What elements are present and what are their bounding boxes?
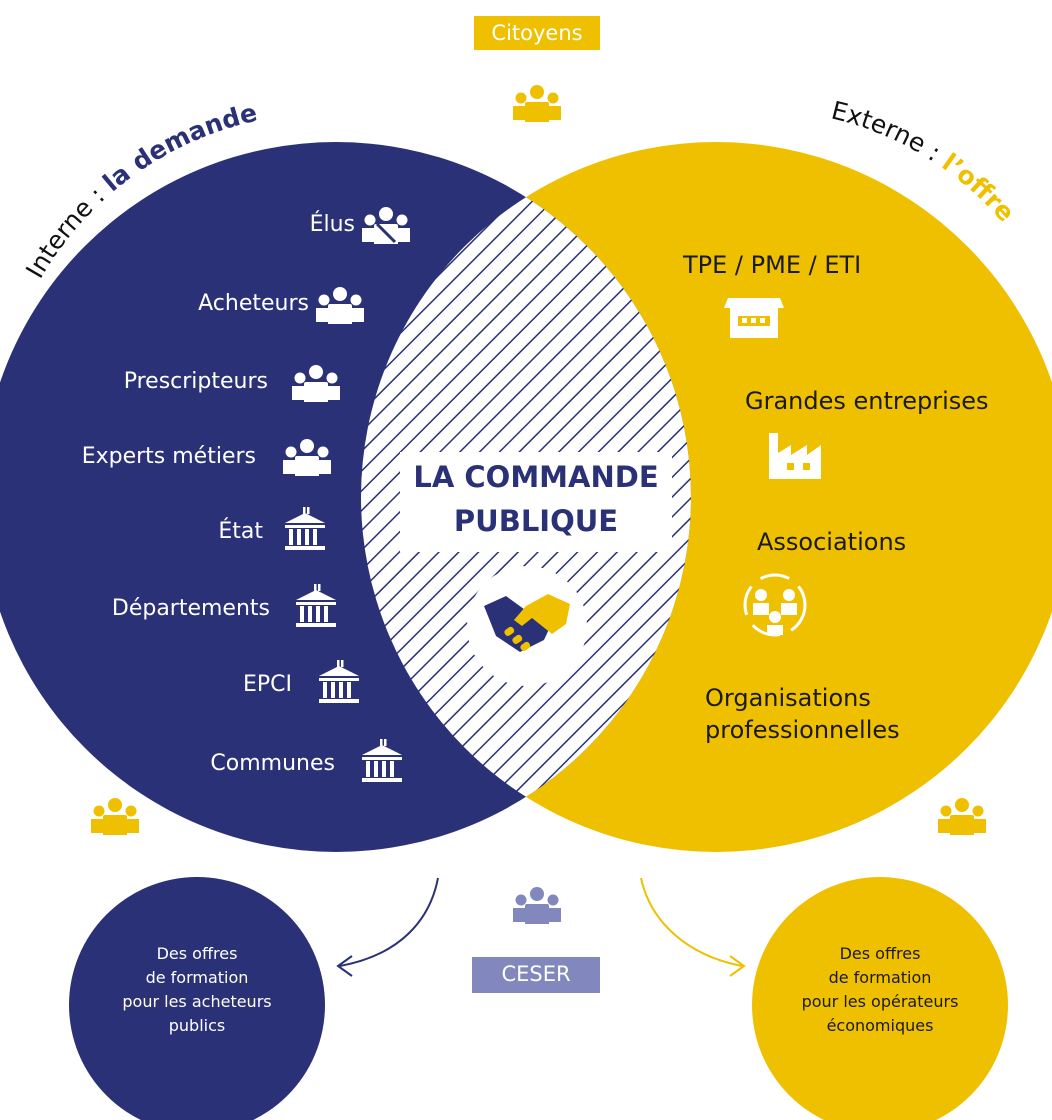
demand-item-label: Experts métiers [81, 444, 256, 469]
demand-item-label: Communes [210, 751, 335, 776]
right-training-line1: Des offres [839, 944, 921, 963]
left-training-line1: Des offres [156, 944, 238, 963]
offer-item-label-line1: Organisations [705, 684, 871, 712]
left-arrow [339, 877, 439, 967]
demand-item-label: EPCI [242, 672, 292, 697]
demand-item-label: Acheteurs [198, 291, 309, 316]
offer-item-label-line2: professionnelles [705, 716, 900, 744]
right-training-line4: économiques [826, 1016, 934, 1035]
offer-item-label: Associations [757, 528, 907, 556]
right-arrow [640, 877, 743, 967]
right-training-text: Des offres de formation pour les opérate… [770, 942, 990, 1038]
left-training-line4: publics [168, 1016, 226, 1035]
citizens-tag: Citoyens [474, 16, 600, 50]
factory-icon [769, 433, 821, 479]
left-training-line2: de formation [145, 968, 249, 987]
left-training-line3: pour les acheteurs [122, 992, 272, 1011]
right-training-line2: de formation [828, 968, 932, 987]
right-title-prefix: Externe : [829, 96, 954, 172]
demand-item-label: État [218, 519, 263, 544]
people-group-icon [91, 798, 139, 835]
right-training-line3: pour les opérateurs [801, 992, 959, 1011]
offer-item-label: Grandes entreprises [745, 387, 989, 415]
center-label-box [400, 452, 672, 552]
handshake-icon [467, 566, 587, 686]
citizens-people-icon [513, 85, 561, 122]
demand-item-label: Départements [111, 596, 270, 621]
center-title-line2: PUBLIQUE [453, 504, 619, 538]
offer-item-label: TPE / PME / ETI [683, 251, 862, 279]
center-title-line1: LA COMMANDE [413, 460, 659, 494]
ceser-people-icon [513, 887, 561, 924]
right-training-circle [752, 877, 1008, 1120]
elected-officials-icon [362, 207, 410, 244]
shop-icon [724, 298, 784, 338]
right-title-emphasis: l’offre [937, 148, 1020, 228]
demand-item-label: Prescripteurs [123, 369, 268, 394]
demand-item-label: Élus [309, 212, 355, 237]
left-training-text: Des offres de formation pour les acheteu… [87, 942, 307, 1038]
ceser-tag: CESER [472, 957, 600, 993]
network-icon [743, 573, 807, 637]
left-training-circle [69, 877, 325, 1120]
people-group-icon [938, 798, 986, 835]
